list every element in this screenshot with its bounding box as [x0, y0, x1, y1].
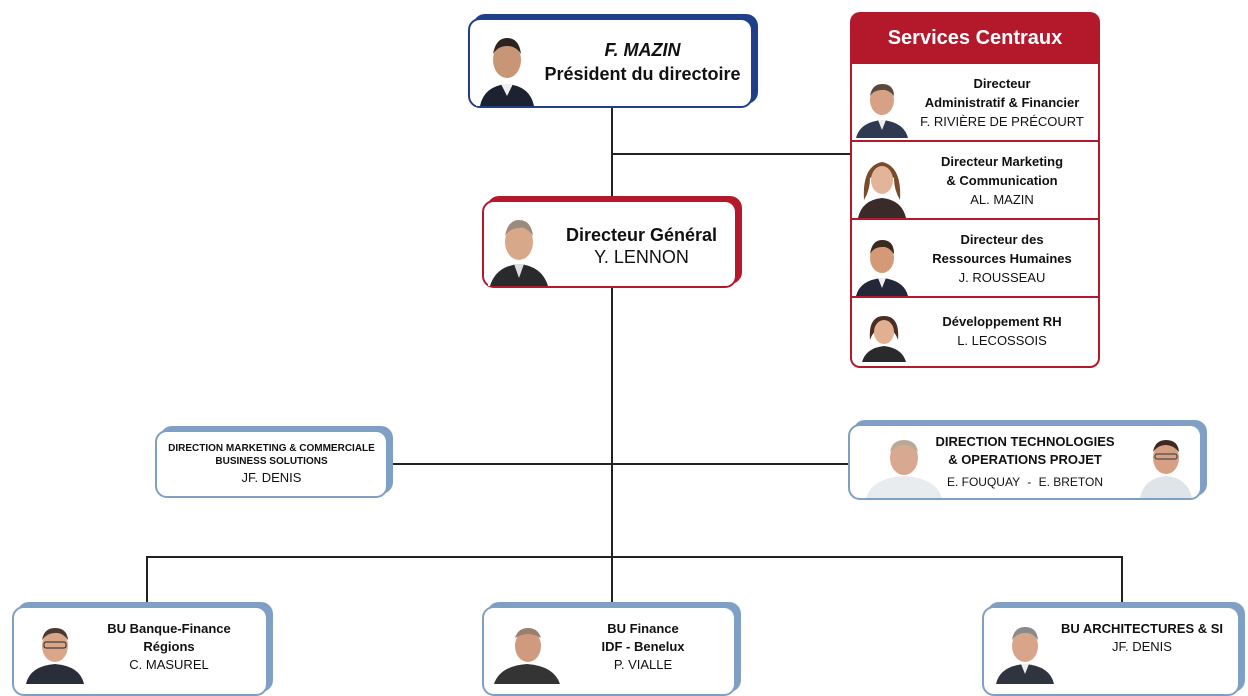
services-item: Directeur des Ressources Humaines J. ROU… — [852, 220, 1098, 298]
bu-line1: BU Finance — [607, 621, 679, 636]
marketing-line1: DIRECTION MARKETING & COMMERCIALE — [168, 443, 375, 454]
services-photo — [854, 230, 910, 296]
dg-photo — [488, 208, 550, 286]
bu-box: BU ARCHITECTURES & SI JF. DENIS — [982, 606, 1240, 696]
bu-box: BU Finance IDF - Benelux P. VIALLE — [482, 606, 736, 696]
dg-title: Directeur Général — [565, 225, 718, 245]
services-title1: Directeur — [973, 75, 1031, 91]
services-person: L. LECOSSOIS — [957, 333, 1047, 348]
president-box: F. MAZIN Président du directoire — [468, 18, 753, 108]
connector-bu-center — [611, 556, 613, 603]
tech-line1: DIRECTION TECHNOLOGIES — [935, 434, 1115, 449]
services-photo — [854, 150, 910, 218]
marketing-box: DIRECTION MARKETING & COMMERCIALE BUSINE… — [155, 430, 388, 498]
connector-marketing — [388, 463, 611, 465]
bu-line1: BU ARCHITECTURES & SI — [1060, 621, 1224, 636]
services-item: Directeur Administratif & Financier F. R… — [852, 64, 1098, 142]
services-item: Directeur Marketing & Communication AL. … — [852, 142, 1098, 220]
president-title: Président du directoire — [544, 64, 741, 84]
dg-box: Directeur Général Y. LENNON — [482, 200, 737, 288]
services-photo — [854, 74, 910, 138]
bu-box: BU Banque-Finance Régions C. MASUREL — [12, 606, 268, 696]
connector-bu-left — [146, 556, 148, 603]
services-title1: Directeur Marketing — [940, 153, 1064, 169]
bu-name: P. VIALLE — [613, 657, 673, 672]
dg-name: Y. LENNON — [594, 247, 689, 267]
tech-photo-left — [862, 432, 946, 498]
services-title1: Développement RH — [942, 314, 1062, 329]
president-name: F. MAZIN — [604, 40, 681, 60]
services-title2: Ressources Humaines — [932, 250, 1072, 266]
connector-dg-down — [611, 288, 613, 556]
bu-photo — [22, 616, 88, 684]
president-photo — [476, 24, 538, 106]
bu-photo — [994, 616, 1056, 684]
bu-line1: BU Banque-Finance — [107, 621, 231, 636]
tech-name2: E. BRETON — [1038, 475, 1104, 489]
connector-tech — [613, 463, 848, 465]
tech-photo-right — [1138, 432, 1194, 498]
tech-line2: & OPERATIONS PROJET — [948, 452, 1102, 467]
connector-to-services — [611, 153, 850, 155]
tech-sep: - — [1027, 475, 1032, 489]
marketing-name: JF. DENIS — [241, 470, 302, 485]
services-title2: & Communication — [946, 172, 1058, 188]
bu-photo — [492, 616, 562, 684]
services-person: F. RIVIÈRE DE PRÉCOURT — [920, 113, 1084, 129]
bu-line2: Régions — [143, 639, 195, 654]
bu-name: C. MASUREL — [129, 657, 209, 672]
services-panel: Directeur Administratif & Financier F. R… — [850, 64, 1100, 368]
services-header: Services Centraux — [850, 12, 1100, 64]
services-person: J. ROUSSEAU — [958, 269, 1046, 285]
services-title2: Administratif & Financier — [924, 94, 1080, 110]
connector-bu-right — [1121, 556, 1123, 603]
services-title1: Directeur des — [960, 231, 1044, 247]
tech-name1: E. FOUQUAY — [946, 475, 1020, 489]
services-item: Développement RH L. LECOSSOIS — [852, 298, 1098, 364]
connector-bu-horizontal — [146, 556, 1123, 558]
services-person: AL. MAZIN — [970, 191, 1034, 207]
marketing-line2: BUSINESS SOLUTIONS — [215, 456, 328, 467]
bu-line2: IDF - Benelux — [601, 639, 685, 654]
tech-box: DIRECTION TECHNOLOGIES & OPERATIONS PROJ… — [848, 424, 1202, 500]
services-photo — [858, 306, 910, 362]
bu-name: JF. DENIS — [1112, 639, 1172, 654]
